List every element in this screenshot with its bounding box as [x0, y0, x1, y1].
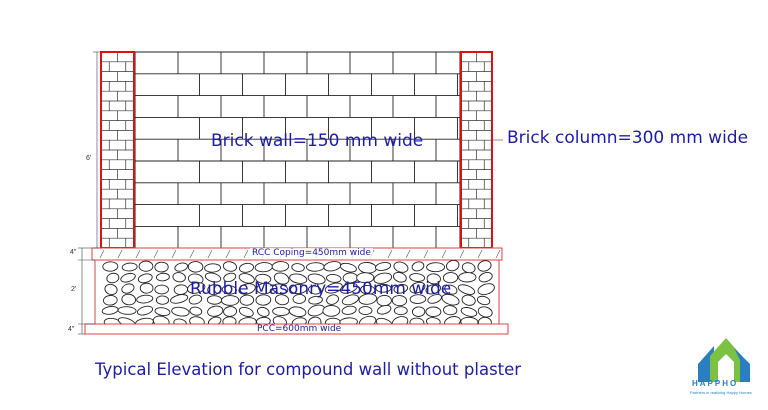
- diagram-caption: Typical Elevation for compound wall with…: [95, 360, 522, 379]
- brick-wall-label: Brick wall=150 mm wide: [211, 131, 424, 151]
- rubble-masonry-label: Rubble Masonry=450mm wide: [190, 279, 452, 299]
- rcc-coping-label: RCC Coping=450mm wide: [250, 248, 373, 258]
- brick-column-label: Brick column=300 mm wide: [507, 128, 749, 148]
- pcc-label: PCC=600mm wide: [257, 324, 342, 334]
- coping-thickness-dimension: 4": [70, 249, 77, 256]
- logo-wordmark: HAPPHO: [692, 379, 739, 388]
- wall-height-dimension: 6': [86, 155, 92, 162]
- right-brick-column: [461, 51, 492, 248]
- left-brick-column: [101, 51, 134, 248]
- happho-logo-icon: [698, 338, 750, 382]
- pcc-base: [84, 323, 509, 335]
- logo-tagline: Partners in realizing Happy Homes: [690, 390, 752, 395]
- pcc-thickness-dimension: 4": [68, 326, 75, 333]
- brick-wall-panel: [134, 51, 461, 249]
- rubble-stones: [101, 259, 495, 329]
- dimension-lines: [78, 51, 503, 335]
- brick-wall-courses: [135, 51, 460, 248]
- rubble-height-dimension: 2': [71, 286, 77, 293]
